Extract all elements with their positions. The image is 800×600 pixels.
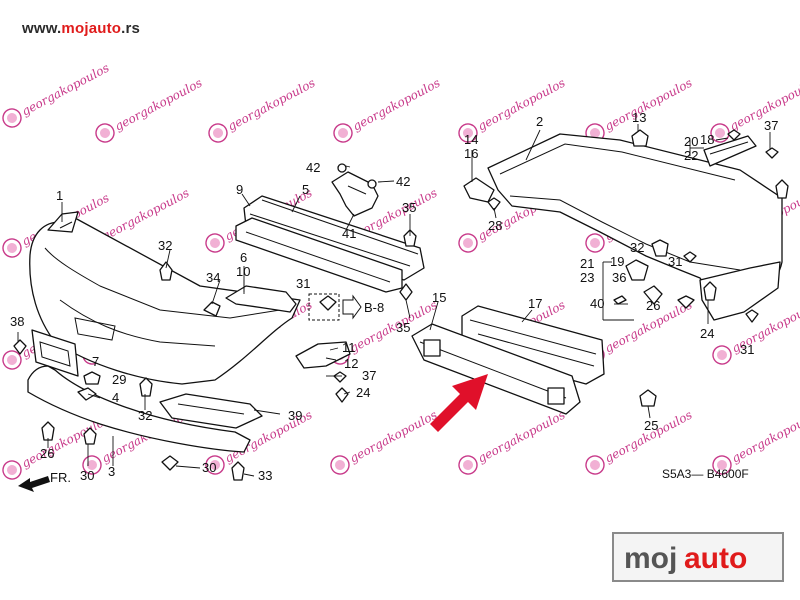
callout-32-lower: 32 bbox=[138, 408, 152, 423]
callout-41: 41 bbox=[342, 226, 356, 241]
svg-text:georgakopoulos: georgakopoulos bbox=[112, 76, 204, 134]
highlight-arrow bbox=[430, 374, 488, 432]
callout-25: 25 bbox=[644, 418, 658, 433]
svg-text:georgakopoulos: georgakopoulos bbox=[99, 186, 191, 244]
callout-2: 2 bbox=[536, 114, 543, 129]
callout-16: 16 bbox=[464, 146, 478, 161]
callout-40: 40 bbox=[590, 296, 604, 311]
callout-15: 15 bbox=[432, 290, 446, 305]
rear-absorber bbox=[461, 305, 605, 385]
callout-38: 38 bbox=[10, 314, 24, 329]
callout-34: 34 bbox=[206, 270, 220, 285]
callout-24-front: 24 bbox=[356, 385, 370, 400]
callout-36: 36 bbox=[612, 270, 626, 285]
callout-37-front: 37 bbox=[362, 368, 376, 383]
rear-fastener-clips bbox=[487, 129, 789, 407]
callout-23: 23 bbox=[580, 270, 594, 285]
brand-logo: moj auto bbox=[612, 532, 784, 582]
svg-text:georgakopoulos: georgakopoulos bbox=[602, 408, 694, 466]
side-bracket-6 bbox=[225, 285, 297, 313]
svg-text:georgakopoulos: georgakopoulos bbox=[475, 408, 567, 466]
callout-37-rear: 37 bbox=[764, 118, 778, 133]
callout-4: 4 bbox=[112, 390, 119, 405]
callout-1: 1 bbox=[56, 188, 63, 203]
callout-14: 14 bbox=[464, 132, 478, 147]
callout-24-rear: 24 bbox=[700, 326, 714, 341]
ref-b8-label: B-8 bbox=[364, 300, 384, 315]
diagram-code: S5A3— B4600F bbox=[662, 467, 749, 481]
rear-bumper-cover bbox=[487, 133, 783, 321]
callout-30-left: 30 bbox=[80, 468, 94, 483]
callout-31-front: 31 bbox=[296, 276, 310, 291]
callout-28: 28 bbox=[488, 218, 502, 233]
callout-6: 6 bbox=[240, 250, 247, 265]
callout-26-front: 26 bbox=[40, 446, 54, 461]
svg-text:FR.: FR. bbox=[50, 470, 71, 485]
svg-text:georgakopoulos: georgakopoulos bbox=[19, 61, 111, 119]
callout-35-upper: 35 bbox=[402, 200, 416, 215]
svg-text:georgakopoulos: georgakopoulos bbox=[729, 408, 800, 466]
callout-22: 22 bbox=[684, 148, 698, 163]
callout-7: 7 bbox=[92, 354, 99, 369]
svg-text:georgakopoulos: georgakopoulos bbox=[475, 76, 567, 134]
callout-31-rear: 31 bbox=[668, 254, 682, 269]
callout-29: 29 bbox=[112, 372, 126, 387]
callout-13: 13 bbox=[632, 110, 646, 125]
callout-21: 21 bbox=[580, 256, 594, 271]
front-direction-arrow: FR. bbox=[18, 470, 71, 492]
license-plate-base bbox=[31, 329, 79, 377]
svg-text:georgakopoulos: georgakopoulos bbox=[602, 76, 694, 134]
callout-18: 18 bbox=[700, 132, 714, 147]
callout-5: 5 bbox=[302, 182, 309, 197]
ref-b8: B-8 bbox=[308, 293, 384, 321]
callout-42-right: 42 bbox=[396, 174, 410, 189]
bracket-41 bbox=[331, 163, 379, 217]
front-reinforcement-beam bbox=[235, 195, 425, 293]
callout-3: 3 bbox=[108, 464, 115, 479]
leader-lines bbox=[17, 124, 771, 477]
callout-30-right: 30 bbox=[202, 460, 216, 475]
rear-brackets bbox=[463, 135, 757, 305]
callout-32-rear: 32 bbox=[630, 240, 644, 255]
callout-9: 9 bbox=[236, 182, 243, 197]
site-url: www.mojauto.rs bbox=[22, 20, 141, 37]
callout-numbers: 1 2 3 4 5 6 7 9 10 11 12 13 14 15 16 17 … bbox=[10, 110, 778, 483]
svg-text:georgakopoulos: georgakopoulos bbox=[225, 76, 317, 134]
svg-text:georgakopoulos: georgakopoulos bbox=[350, 76, 442, 134]
callout-42-left: 42 bbox=[306, 160, 320, 175]
callout-26-rear: 26 bbox=[646, 298, 660, 313]
callout-35-lower: 35 bbox=[396, 320, 410, 335]
fastener-clips bbox=[13, 229, 417, 481]
callout-17: 17 bbox=[528, 296, 542, 311]
front-lower-spoiler bbox=[27, 365, 251, 453]
svg-text:auto: auto bbox=[684, 542, 747, 575]
front-bumper-cover bbox=[29, 211, 301, 385]
lower-plate-39 bbox=[159, 393, 263, 429]
callout-31-lower: 31 bbox=[740, 342, 754, 357]
callout-10: 10 bbox=[236, 264, 250, 279]
callout-12: 12 bbox=[344, 356, 358, 371]
callout-11: 11 bbox=[342, 340, 356, 355]
callout-19: 19 bbox=[610, 254, 624, 269]
svg-text:moj: moj bbox=[624, 542, 677, 575]
callout-39: 39 bbox=[288, 408, 302, 423]
callout-20: 20 bbox=[684, 134, 698, 149]
callout-33: 33 bbox=[258, 468, 272, 483]
svg-text:georgakopoulos: georgakopoulos bbox=[347, 408, 439, 466]
callout-32-front: 32 bbox=[158, 238, 172, 253]
